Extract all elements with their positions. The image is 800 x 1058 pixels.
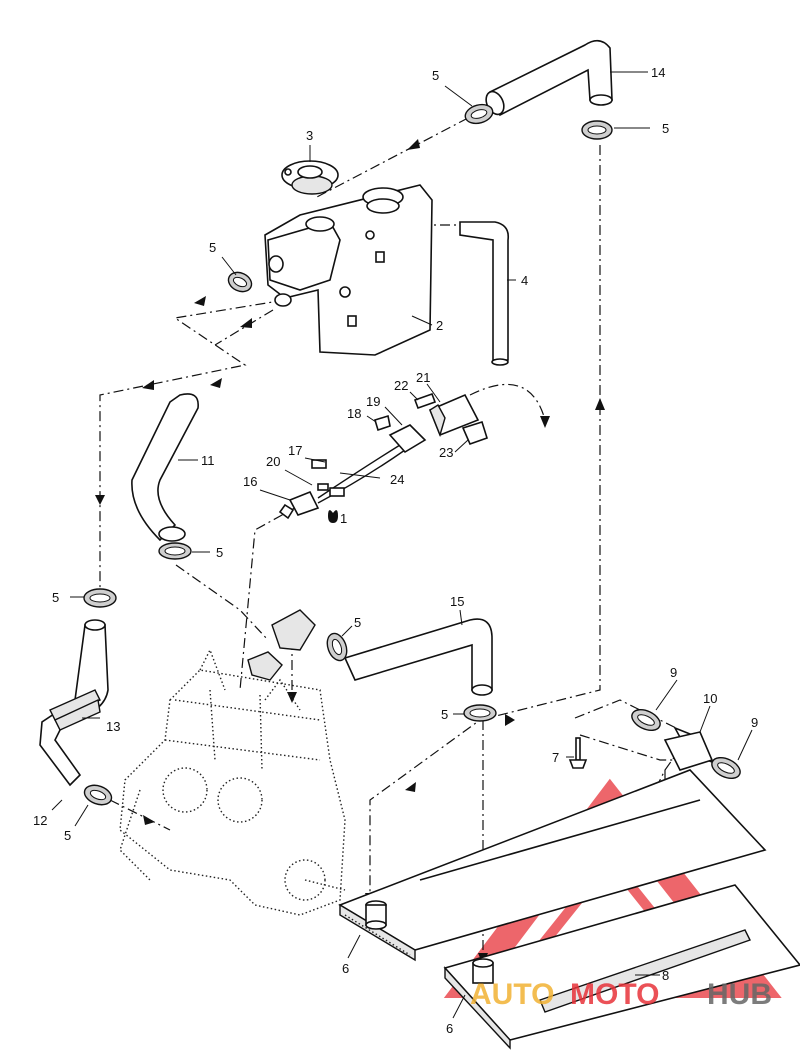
clamp-9-right bbox=[711, 756, 741, 780]
callout-5: 5 bbox=[354, 615, 361, 630]
sensor-wiring-harness bbox=[278, 392, 488, 520]
hose-14 bbox=[485, 39, 613, 117]
watermark-text: AUTO MOTO HUB bbox=[470, 978, 772, 1011]
connector-hose-10 bbox=[663, 726, 714, 771]
callout-8: 8 bbox=[662, 968, 669, 983]
tube-4 bbox=[459, 221, 510, 366]
clamp-5-right-top bbox=[581, 120, 613, 140]
callout-6: 6 bbox=[446, 1021, 453, 1036]
drop-icon-1 bbox=[328, 510, 338, 523]
callout-17: 17 bbox=[288, 443, 302, 458]
hose-15 bbox=[343, 618, 493, 696]
callout-23: 23 bbox=[439, 445, 453, 460]
callout-5: 5 bbox=[209, 240, 216, 255]
callout-11: 11 bbox=[201, 453, 215, 468]
heat-exchanger-6-upper bbox=[338, 769, 767, 962]
callout-16: 16 bbox=[243, 474, 257, 489]
callout-22: 22 bbox=[394, 378, 408, 393]
callout-5: 5 bbox=[441, 707, 448, 722]
watermark-text-moto: MOTO bbox=[570, 978, 659, 1011]
clamp-5-top bbox=[464, 103, 494, 125]
callout-10: 10 bbox=[703, 691, 717, 706]
callout-20: 20 bbox=[266, 454, 280, 469]
watermark-text-hub: HUB bbox=[707, 978, 772, 1011]
callout-1: 1 bbox=[340, 511, 347, 526]
callout-15: 15 bbox=[450, 594, 464, 609]
callout-12: 12 bbox=[33, 813, 47, 828]
callout-18: 18 bbox=[347, 406, 361, 421]
callout-labels: 14 5 5 3 5 4 2 21 22 19 18 23 17 11 20 2… bbox=[33, 65, 758, 1036]
cap-3 bbox=[281, 160, 339, 195]
callout-24: 24 bbox=[390, 472, 404, 487]
callout-5: 5 bbox=[64, 828, 71, 843]
clamp-5-hose13 bbox=[83, 588, 117, 608]
hose-11 bbox=[131, 393, 199, 542]
clamp-5-tank bbox=[227, 271, 253, 293]
callout-5: 5 bbox=[216, 545, 223, 560]
clamp-9-left bbox=[631, 708, 661, 732]
callout-2: 2 bbox=[436, 318, 443, 333]
thermostat-housing bbox=[247, 609, 316, 681]
clamp-5-hose15 bbox=[326, 632, 348, 662]
callout-21: 21 bbox=[416, 370, 430, 385]
watermark-text-auto: AUTO bbox=[470, 978, 554, 1011]
engine-block bbox=[119, 648, 346, 916]
callout-5: 5 bbox=[432, 68, 439, 83]
callout-19: 19 bbox=[366, 394, 380, 409]
hose-12-13 bbox=[39, 619, 109, 787]
callout-13: 13 bbox=[106, 719, 120, 734]
callout-4: 4 bbox=[521, 273, 528, 288]
callout-6: 6 bbox=[342, 961, 349, 976]
heat-exchanger-6-lower bbox=[443, 884, 800, 1050]
clamp-5-hose11 bbox=[158, 542, 192, 560]
reservoir-tank-2 bbox=[264, 184, 433, 356]
callout-7: 7 bbox=[552, 750, 559, 765]
clamp-5-hose12 bbox=[83, 784, 113, 806]
callout-5: 5 bbox=[52, 590, 59, 605]
screw-7 bbox=[568, 737, 588, 769]
callout-3: 3 bbox=[306, 128, 313, 143]
callout-14: 14 bbox=[651, 65, 665, 80]
callout-9: 9 bbox=[670, 665, 677, 680]
callout-5: 5 bbox=[662, 121, 669, 136]
clamp-5-bottom bbox=[463, 704, 497, 722]
leader-lines bbox=[51, 71, 753, 1019]
callout-9: 9 bbox=[751, 715, 758, 730]
